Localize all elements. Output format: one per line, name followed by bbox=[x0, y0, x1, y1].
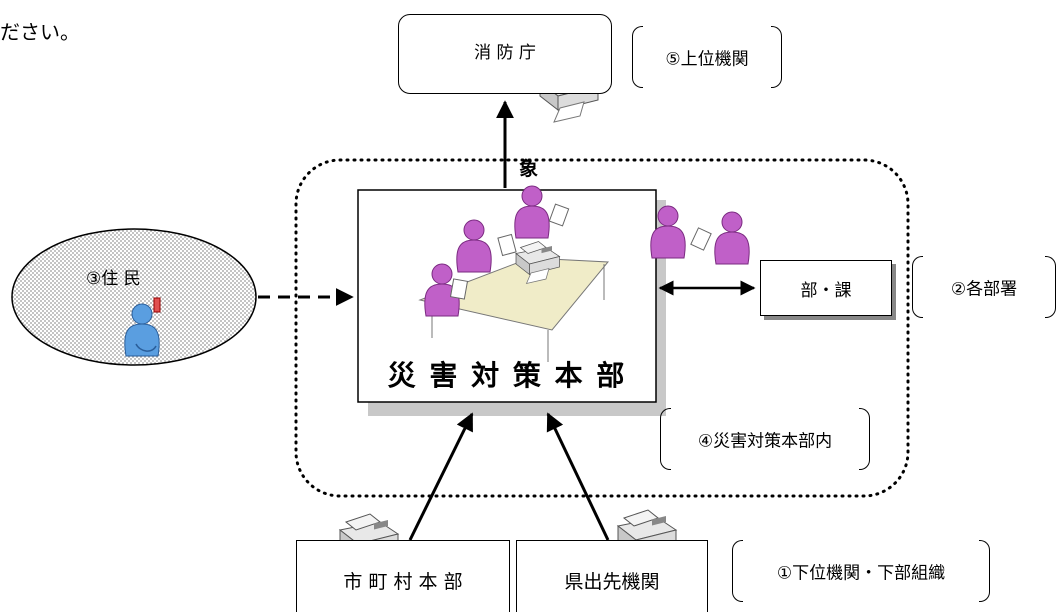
upper-org-bracket: ⑤上位機関 bbox=[632, 26, 782, 88]
resident-person-icon bbox=[124, 297, 161, 357]
arrow-label: 象 bbox=[519, 158, 539, 180]
inside-hq-bracket: ④災害対策本部内 bbox=[660, 408, 870, 470]
document-icons bbox=[449, 203, 712, 300]
arrow-from-municipal bbox=[408, 412, 474, 541]
dept-label: 部・課 bbox=[800, 280, 852, 301]
fire-agency-box: 消 防 庁 bbox=[398, 14, 612, 94]
inside-hq-label: ④災害対策本部内 bbox=[697, 431, 833, 452]
departments-bracket: ②各部署 bbox=[912, 256, 1056, 318]
lower-org-bracket: ①下位機関・下部組織 bbox=[732, 540, 990, 602]
hq-label: 災 害 対 策 本 部 bbox=[387, 359, 627, 392]
header-text: ださい。 bbox=[0, 20, 80, 44]
dept-box: 部・課 bbox=[760, 260, 892, 316]
lower-org-label: ①下位機関・下部組織 bbox=[776, 563, 946, 584]
meeting-table bbox=[418, 257, 610, 331]
municipal-hq-box: 市 町 村 本 部 bbox=[296, 540, 510, 612]
fire-agency-label: 消 防 庁 bbox=[474, 42, 536, 63]
pref-office-label: 県出先機関 bbox=[564, 571, 660, 593]
pref-office-box: 県出先機関 bbox=[516, 540, 708, 612]
arrow-from-pref bbox=[546, 412, 610, 541]
residents-ellipse bbox=[11, 228, 257, 366]
residents-label: ③住 民 bbox=[86, 269, 141, 289]
upper-org-label: ⑤上位機関 bbox=[665, 49, 749, 70]
departments-label: ②各部署 bbox=[950, 279, 1018, 300]
municipal-hq-label: 市 町 村 本 部 bbox=[343, 571, 463, 593]
